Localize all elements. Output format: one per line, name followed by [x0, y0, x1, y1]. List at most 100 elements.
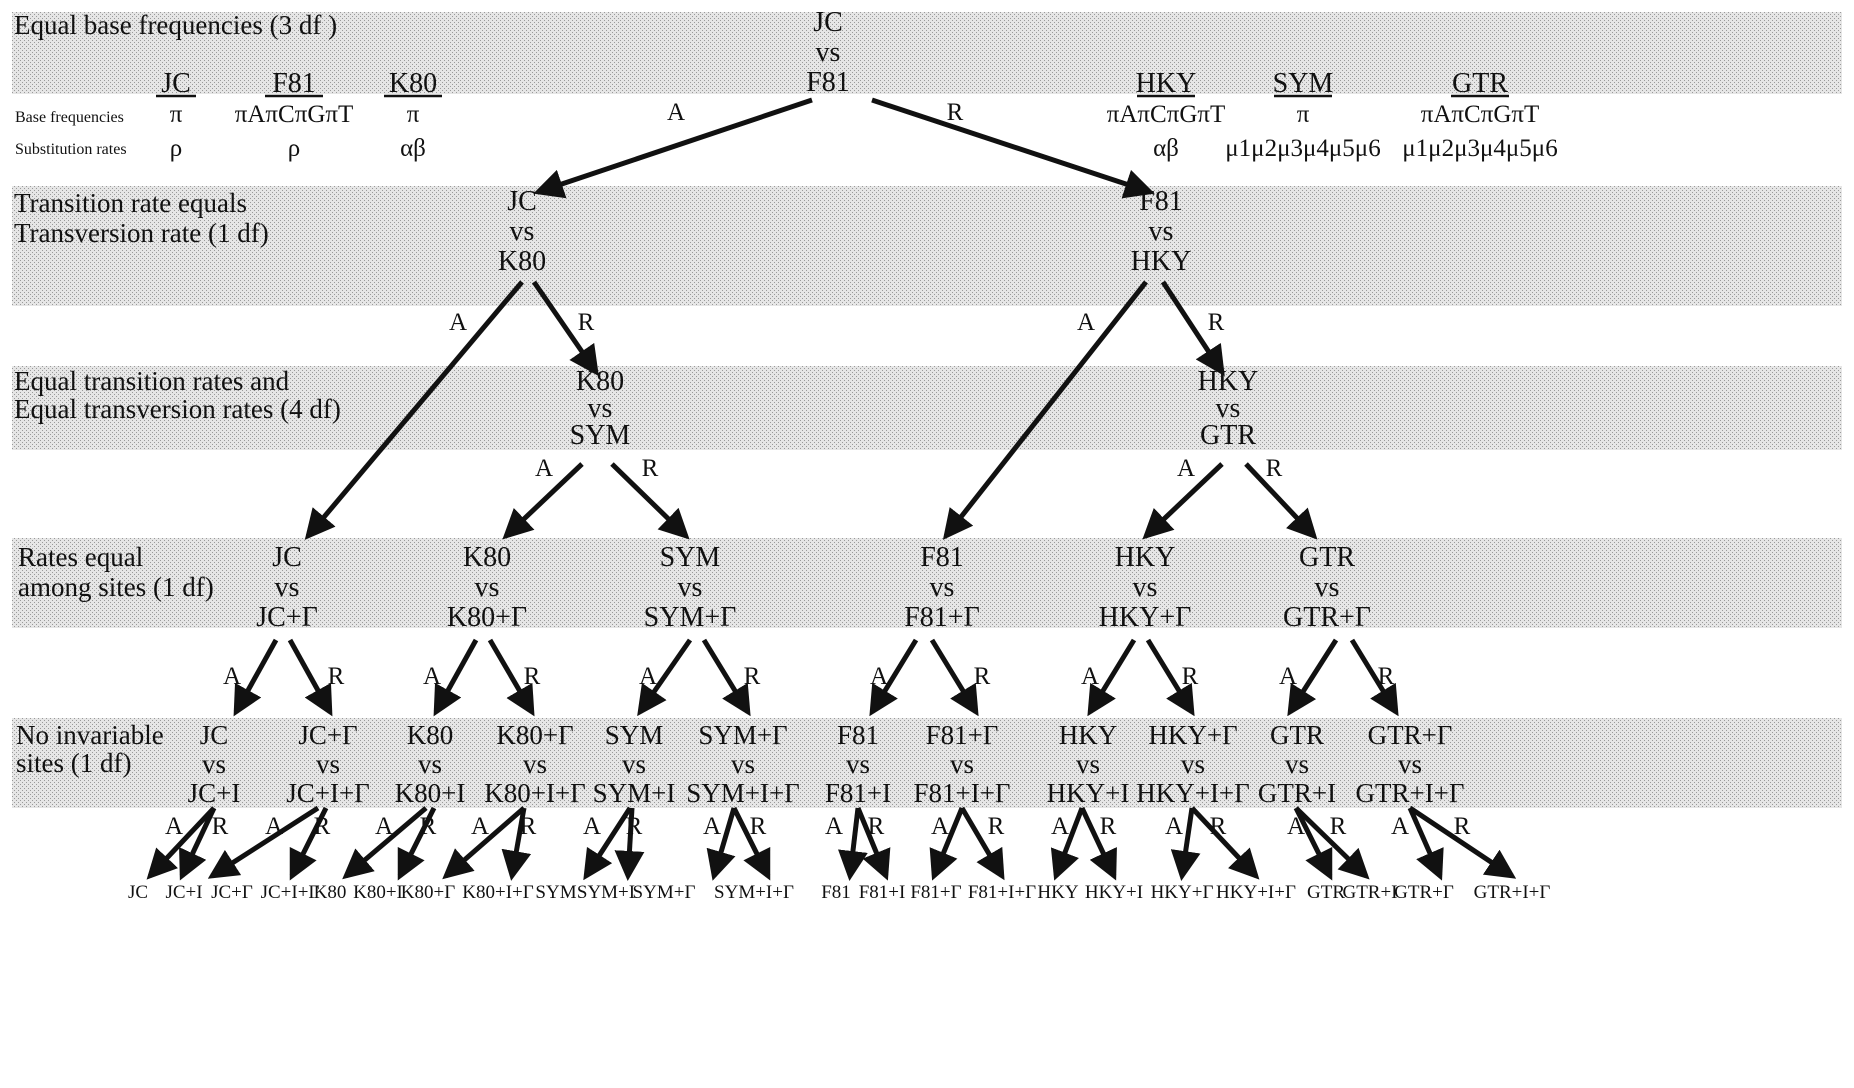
leaf-model-gtr: GTR [1307, 882, 1345, 903]
model-columns: JCπρF81πAπCπGπTρK80παβHKYπAπCπGπTαβSYMπμ… [156, 68, 1558, 162]
reject-arrow [1145, 638, 1195, 717]
accept-arrow [929, 807, 965, 881]
test-model-a: JC [200, 720, 229, 750]
test-vs: vs [523, 749, 547, 779]
test-vs: vs [1398, 749, 1422, 779]
reject-label: R [524, 663, 541, 690]
reject-label: R [1378, 663, 1395, 690]
accept-arrow [502, 462, 584, 540]
reject-arrow [397, 806, 437, 881]
accept-arrow [533, 97, 813, 199]
base-frequency-f81: πAπCπGπT [235, 101, 354, 128]
accept-label: A [1177, 455, 1195, 482]
level-2-label-line-1: Transition rate equals [14, 188, 247, 218]
test-vs: vs [950, 749, 974, 779]
test-vs: vs [1149, 216, 1174, 247]
accept-arrow [433, 638, 479, 717]
accept-arrow [1407, 806, 1444, 881]
accept-arrow [442, 806, 526, 880]
test-model-a: JC+Γ [298, 720, 357, 750]
leaf-model-gtr-plus-i: GTR+I [1342, 882, 1397, 903]
reject-arrow [929, 638, 979, 717]
test-vs: vs [475, 572, 500, 603]
test-model-b: HKY+I [1047, 778, 1130, 808]
test-model-a: SYM [605, 720, 664, 750]
leaf-model-hky-plus-gamma: HKY+Γ [1151, 882, 1214, 903]
reject-arrow [959, 806, 1005, 881]
leaf-model-f81: F81 [821, 882, 851, 903]
band-level-5 [12, 718, 1842, 808]
reject-label: R [642, 455, 659, 482]
leaf-model-sym-plus-i-plus-gamma: SYM+I+Γ [714, 882, 794, 903]
accept-label: A [703, 813, 721, 840]
accept-label: A [375, 813, 393, 840]
reject-label: R [328, 663, 345, 690]
reject-arrow [871, 97, 1155, 199]
level-4-label-line-2: among sites (1 df) [18, 572, 214, 602]
leaf-model-sym-plus-i: SYM+I [577, 882, 635, 903]
test-model-b: SYM [570, 420, 631, 451]
accept-label: A [639, 663, 657, 690]
accept-label: A [583, 813, 601, 840]
accept-arrow [1293, 806, 1333, 881]
reject-arrow [1244, 462, 1318, 540]
test-model-b: K80+Γ [447, 602, 527, 633]
band-level-4 [12, 538, 1842, 628]
test-model-a: HKY [1059, 720, 1118, 750]
test-model-b: F81+I [825, 778, 891, 808]
reject-label: R [1454, 813, 1471, 840]
accept-arrow [637, 638, 693, 717]
reject-label: R [868, 813, 885, 840]
reject-arrow [531, 280, 599, 377]
leaf-model-k80-plus-i-plus-gamma: K80+I+Γ [462, 882, 533, 903]
reject-label: R [1266, 455, 1283, 482]
test-model-a: HKY [1198, 366, 1259, 397]
leaf-model-hky-plus-i: HKY+I [1085, 882, 1143, 903]
reject-label: R [626, 813, 643, 840]
test-model-a: JC [813, 7, 843, 38]
leaf-model-k80-plus-i: K80+I [353, 882, 403, 903]
reject-label: R [314, 813, 331, 840]
reject-label: R [578, 309, 595, 336]
accept-arrow [146, 806, 216, 880]
level-1-label-line-1: Equal base frequencies (3 df ) [14, 10, 337, 40]
test-model-b: F81+I+Γ [913, 778, 1010, 808]
reject-arrow [1408, 805, 1517, 879]
test-model-b: SYM+I [593, 778, 676, 808]
test-model-b: GTR [1200, 420, 1256, 451]
test-vs: vs [1181, 749, 1205, 779]
test-edges [146, 97, 1517, 881]
test-vs: vs [678, 572, 703, 603]
accept-arrow [706, 807, 737, 881]
test-nodes: JCvsF81JCvsK80F81vsHKYK80vsSYMHKYvsGTRJC… [188, 7, 1465, 808]
test-model-b: JC+Γ [256, 602, 318, 633]
test-model-a: GTR [1299, 542, 1355, 573]
substitution-rate-f81: ρ [288, 135, 300, 162]
model-name-hky: HKY [1136, 68, 1197, 99]
reject-label: R [212, 813, 229, 840]
test-vs: vs [1216, 393, 1241, 424]
reject-label: R [974, 663, 991, 690]
leaf-model-jc: JC [128, 882, 148, 903]
test-vs: vs [316, 749, 340, 779]
test-vs: vs [816, 37, 841, 68]
reject-label: R [520, 813, 537, 840]
test-model-a: SYM [660, 542, 721, 573]
accept-label: A [1077, 309, 1095, 336]
leaf-model-hky-plus-i-plus-gamma: HKY+I+Γ [1216, 882, 1296, 903]
base-frequency-gtr: πAπCπGπT [1421, 101, 1540, 128]
leaf-model-jc-plus-i: JC+I [165, 882, 202, 903]
accept-arrow [1287, 638, 1339, 717]
accept-label: A [667, 99, 685, 126]
accept-arrow [1142, 462, 1224, 540]
test-model-a: K80 [576, 366, 624, 397]
substitution-rate-sym: μ1μ2μ3μ4μ5μ6 [1225, 135, 1380, 162]
